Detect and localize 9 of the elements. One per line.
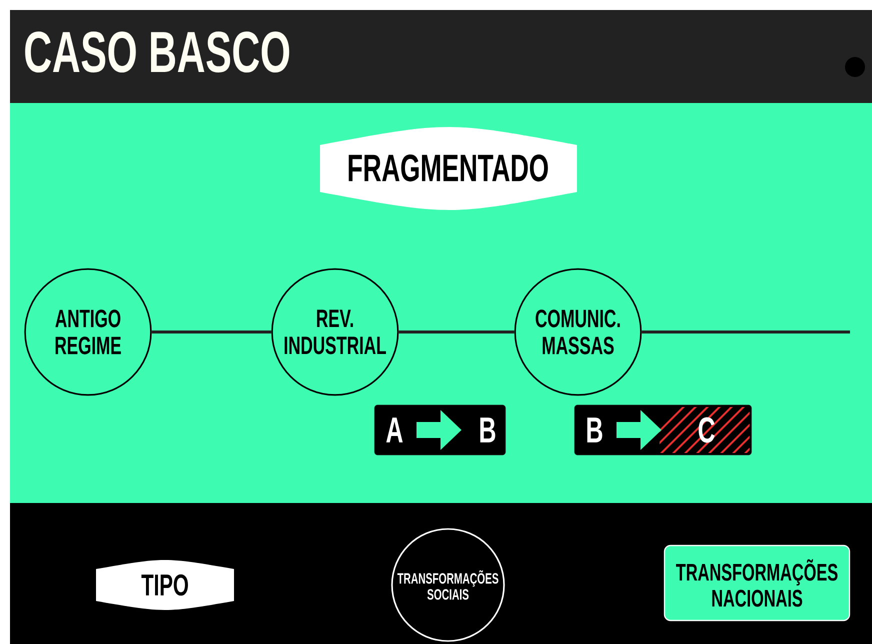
label-badge: FRAGMENTADO: [320, 127, 577, 210]
timeline-line: [152, 330, 272, 334]
circle-label: TRANSFORMAÇÕES SOCIAIS: [391, 528, 505, 642]
category-button: TRANSFORMAÇÕES NACIONAIS: [664, 544, 850, 622]
label-badge: TIPO: [96, 560, 234, 610]
title: CASO BASCO: [25, 31, 290, 73]
timeline-line: [642, 330, 850, 334]
timeline-line: [398, 330, 514, 334]
transition-box: A B: [374, 404, 506, 456]
